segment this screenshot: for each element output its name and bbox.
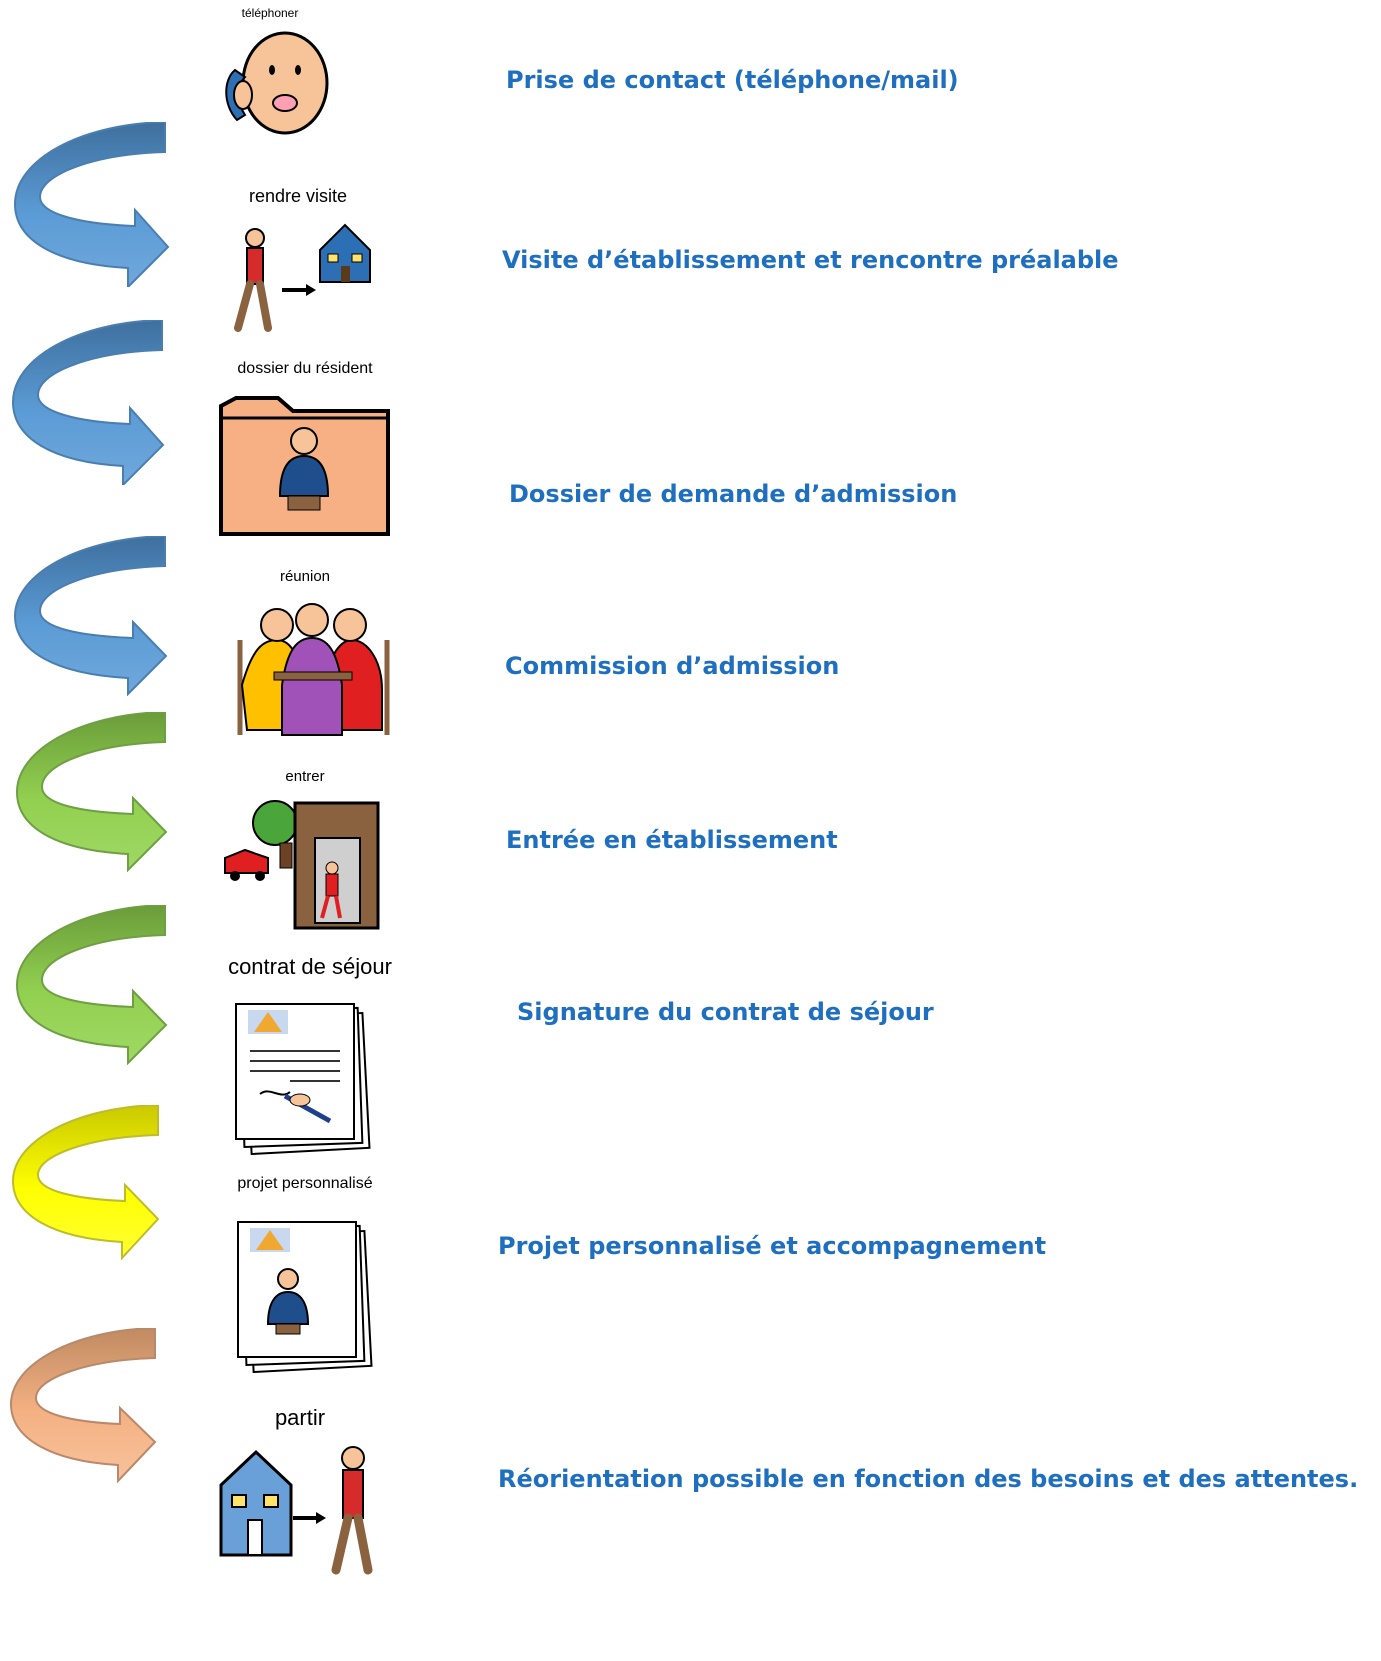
- leave-house-icon: [219, 1446, 373, 1575]
- meeting-icon: [237, 603, 390, 736]
- step-text-7: Projet personnalisé et accompagnement: [498, 1232, 1047, 1260]
- enter-building-icon: [224, 800, 380, 930]
- curved-arrow-icon: [9, 1328, 157, 1483]
- curved-arrow-icon: [11, 320, 165, 485]
- step-text-4: Commission d’admission: [505, 652, 840, 680]
- curved-arrow-icon: [11, 1105, 160, 1260]
- step-text-6: Signature du contrat de séjour: [517, 998, 934, 1026]
- step-text-5: Entrée en établissement: [506, 826, 838, 854]
- picto-label-telephoner: téléphoner: [241, 6, 299, 20]
- visit-house-icon: [234, 223, 371, 332]
- step-text-1: Prise de contact (téléphone/mail): [506, 66, 959, 94]
- curved-arrow-icon: [13, 122, 170, 287]
- step-text-3: Dossier de demande d’admission: [509, 480, 958, 508]
- picto-label-projet: projet personnalisé: [237, 1175, 373, 1192]
- picto-label-rendre-visite: rendre visite: [248, 186, 348, 206]
- personal-project-icon: [237, 1221, 373, 1374]
- picto-label-contrat: contrat de séjour: [228, 954, 392, 979]
- picto-label-dossier: dossier du résident: [237, 360, 373, 377]
- picto-label-partir: partir: [274, 1405, 326, 1430]
- curved-arrow-icon: [15, 905, 168, 1065]
- curved-arrow-icon: [13, 536, 168, 696]
- resident-folder-icon: [219, 396, 390, 536]
- picto-label-reunion: réunion: [279, 568, 331, 585]
- phone-call-icon: [225, 31, 329, 135]
- step-text-8: Réorientation possible en fonction des b…: [498, 1465, 1359, 1493]
- step-text-2: Visite d’établissement et rencontre préa…: [502, 246, 1119, 274]
- signed-contract-icon: [235, 1003, 371, 1156]
- picto-label-entrer: entrer: [285, 768, 325, 785]
- curved-arrow-icon: [15, 712, 168, 872]
